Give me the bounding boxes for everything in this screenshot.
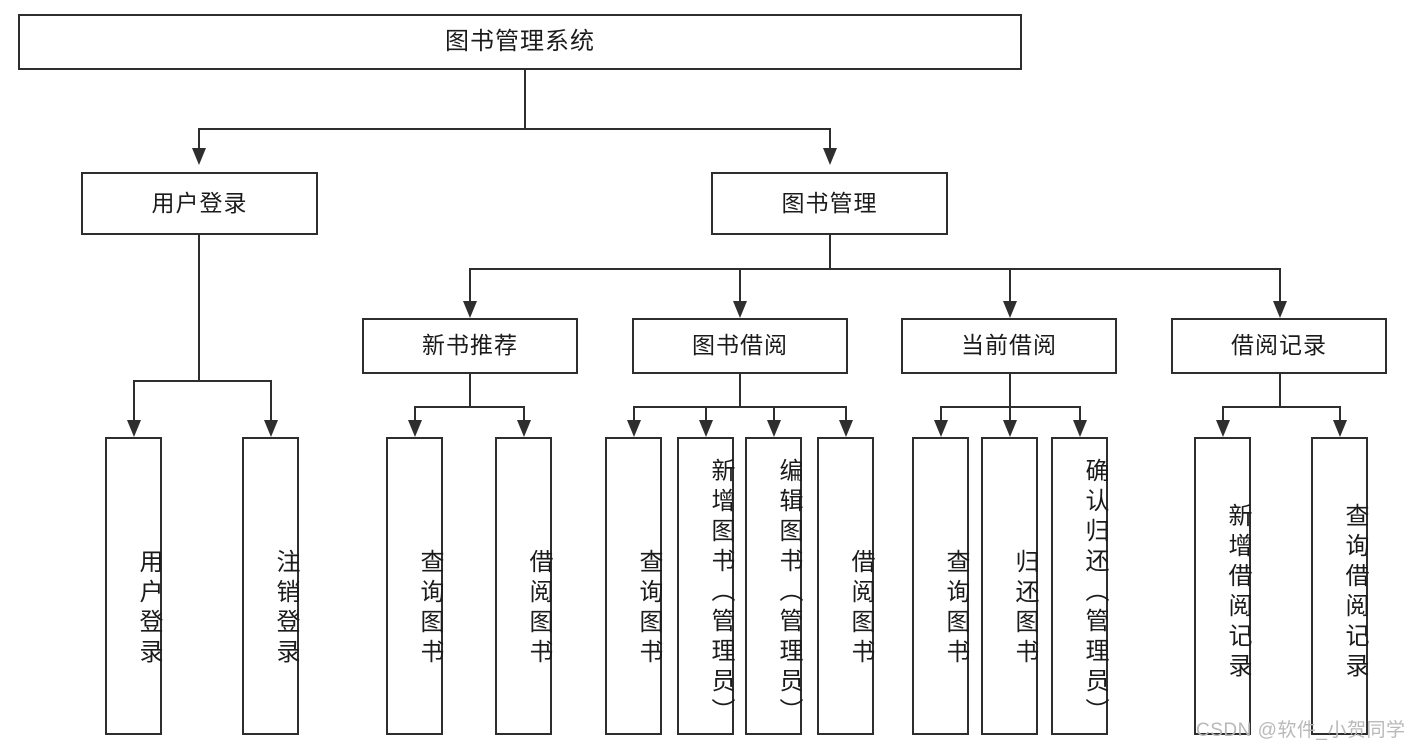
arrowhead-leaf-book-borrow-0 — [627, 420, 641, 437]
connector-level2-bus — [469, 268, 1280, 270]
connector-borrow-records-drop-0 — [1222, 406, 1224, 420]
arrowhead-to-borrow-records — [1273, 301, 1287, 318]
connector-book-borrow-bus — [633, 406, 846, 408]
connector-book-borrow-drop-1 — [705, 406, 707, 420]
leaf-book-borrow-edit[interactable]: 编辑图书（管理员） — [745, 437, 802, 735]
connector-book-manage-stem — [829, 235, 831, 268]
connector-user-login-drop-1 — [270, 380, 272, 420]
arrowhead-to-new-book-recommend — [463, 301, 477, 318]
connector-new-book-stem — [469, 374, 471, 406]
leaf-current-borrow-query[interactable]: 查询图书 — [912, 437, 969, 735]
connector-level1-drop-user — [198, 128, 200, 148]
connector-current-borrow-drop-2 — [1079, 406, 1081, 420]
node-book-borrow[interactable]: 图书借阅 — [632, 318, 848, 374]
connector-user-login-bus — [133, 380, 271, 382]
arrowhead-to-book-borrow — [733, 301, 747, 318]
leaf-current-borrow-confirm-return[interactable]: 确认归还（管理员） — [1051, 437, 1108, 735]
connector-book-borrow-stem — [739, 374, 741, 406]
connector-book-borrow-drop-0 — [633, 406, 635, 420]
leaf-book-borrow-borrow[interactable]: 借阅图书 — [817, 437, 874, 735]
connector-level2-drop-1 — [739, 268, 741, 301]
arrowhead-leaf-current-borrow-0 — [934, 420, 948, 437]
leaf-current-borrow-return[interactable]: 归还图书 — [981, 437, 1038, 735]
connector-level2-drop-0 — [469, 268, 471, 301]
connector-user-login-drop-0 — [133, 380, 135, 420]
connector-current-borrow-stem — [1009, 374, 1011, 406]
arrowhead-leaf-book-borrow-3 — [839, 420, 853, 437]
arrowhead-to-user-login — [192, 148, 206, 165]
arrowhead-to-book-manage — [823, 148, 837, 165]
arrowhead-leaf-new-book-0 — [408, 420, 422, 437]
connector-current-borrow-drop-1 — [1009, 406, 1011, 420]
leaf-new-book-borrow[interactable]: 借阅图书 — [495, 437, 552, 735]
leaf-borrow-record-add[interactable]: 新增借阅记录 — [1194, 437, 1251, 735]
connector-new-book-drop-0 — [414, 406, 416, 420]
csdn-watermark: CSDN @软件_小贺同学 — [1196, 720, 1405, 741]
node-current-borrow[interactable]: 当前借阅 — [901, 318, 1117, 374]
leaf-borrow-record-query[interactable]: 查询借阅记录 — [1311, 437, 1368, 735]
connector-borrow-records-drop-1 — [1339, 406, 1341, 420]
connector-borrow-records-stem — [1279, 374, 1281, 406]
connector-level1-bus — [198, 128, 830, 130]
connector-root-stem — [524, 70, 526, 128]
arrowhead-leaf-current-borrow-1 — [1003, 420, 1017, 437]
connector-level1-drop-book — [829, 128, 831, 148]
node-user-login[interactable]: 用户登录 — [81, 172, 318, 235]
connector-borrow-records-bus — [1222, 406, 1340, 408]
connector-current-borrow-drop-0 — [940, 406, 942, 420]
node-new-book-recommend[interactable]: 新书推荐 — [362, 318, 578, 374]
leaf-logout[interactable]: 注销登录 — [242, 437, 299, 735]
arrowhead-to-current-borrow — [1003, 301, 1017, 318]
arrowhead-leaf-new-book-1 — [517, 420, 531, 437]
arrowhead-leaf-current-borrow-2 — [1073, 420, 1087, 437]
connector-new-book-bus — [414, 406, 524, 408]
leaf-book-borrow-add[interactable]: 新增图书（管理员） — [677, 437, 734, 735]
arrowhead-leaf-logout — [264, 420, 278, 437]
arrowhead-leaf-borrow-records-1 — [1333, 420, 1347, 437]
leaf-user-login[interactable]: 用户登录 — [105, 437, 162, 735]
arrowhead-leaf-book-borrow-2 — [767, 420, 781, 437]
connector-level2-drop-2 — [1009, 268, 1011, 301]
connector-level2-drop-3 — [1279, 268, 1281, 301]
arrowhead-leaf-borrow-records-0 — [1216, 420, 1230, 437]
connector-user-login-stem — [198, 235, 200, 380]
arrowhead-leaf-book-borrow-1 — [699, 420, 713, 437]
node-book-manage[interactable]: 图书管理 — [711, 172, 948, 235]
leaf-new-book-query[interactable]: 查询图书 — [386, 437, 443, 735]
connector-book-borrow-drop-2 — [773, 406, 775, 420]
node-borrow-records[interactable]: 借阅记录 — [1171, 318, 1387, 374]
node-root-library-system[interactable]: 图书管理系统 — [18, 14, 1022, 70]
connector-book-borrow-drop-3 — [845, 406, 847, 420]
connector-new-book-drop-1 — [523, 406, 525, 420]
leaf-book-borrow-query[interactable]: 查询图书 — [605, 437, 662, 735]
arrowhead-leaf-user-login — [127, 420, 141, 437]
